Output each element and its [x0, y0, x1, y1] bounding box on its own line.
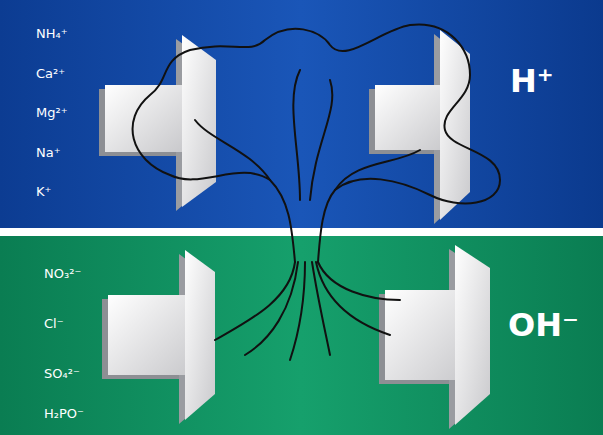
label-slot: NH₄⁺ [36, 24, 68, 42]
label-slot: Mg²⁺ [36, 103, 68, 121]
arrow-body [108, 295, 191, 375]
block-arrow [379, 245, 490, 429]
arrow-head [455, 245, 490, 425]
cation-band: NH₄⁺ Ca²⁺ Mg²⁺ Na⁺ K⁺ H⁺ [0, 0, 603, 228]
label-slot: H⁺ [510, 62, 554, 100]
anion-band-ground [0, 236, 603, 435]
anion-label: NO₃²⁻ [44, 266, 81, 281]
block-arrow [102, 250, 215, 424]
label-slot: K⁺ [36, 182, 51, 200]
cation-label: Ca²⁺ [36, 66, 65, 81]
ion-label: OH⁻ [508, 306, 579, 344]
arrow-head [182, 35, 216, 207]
plant-branches [195, 70, 420, 200]
ion-label: H⁺ [510, 62, 554, 100]
anion-label: SO₄²⁻ [44, 366, 80, 381]
label-slot: Cl⁻ [44, 314, 64, 332]
label-slot: OH⁻ [508, 306, 579, 344]
label-slot: H₂PO⁻ [44, 404, 84, 422]
arrow-body [375, 85, 446, 150]
label-slot: SO₄²⁻ [44, 364, 80, 382]
cation-label: Na⁺ [36, 145, 61, 160]
cation-label: K⁺ [36, 184, 51, 199]
arrow-head [185, 250, 215, 420]
cation-label: NH₄⁺ [36, 26, 68, 41]
label-slot: Na⁺ [36, 143, 61, 161]
arrow-body [385, 290, 467, 380]
plant-canopy [133, 24, 500, 262]
anion-label: H₂PO⁻ [44, 406, 84, 421]
plant-roots [215, 262, 400, 360]
label-slot: NO₃²⁻ [44, 264, 81, 282]
plant-outline [133, 24, 500, 360]
anion-label: Cl⁻ [44, 316, 64, 331]
anion-band: NO₃²⁻ Cl⁻ SO₄²⁻ H₂PO⁻ OH⁻ [0, 236, 603, 435]
cation-label: Mg²⁺ [36, 105, 68, 120]
cation-band-ground [0, 0, 603, 228]
label-slot: Ca²⁺ [36, 64, 65, 82]
arrow-body [105, 85, 182, 152]
block-arrow [369, 30, 470, 224]
